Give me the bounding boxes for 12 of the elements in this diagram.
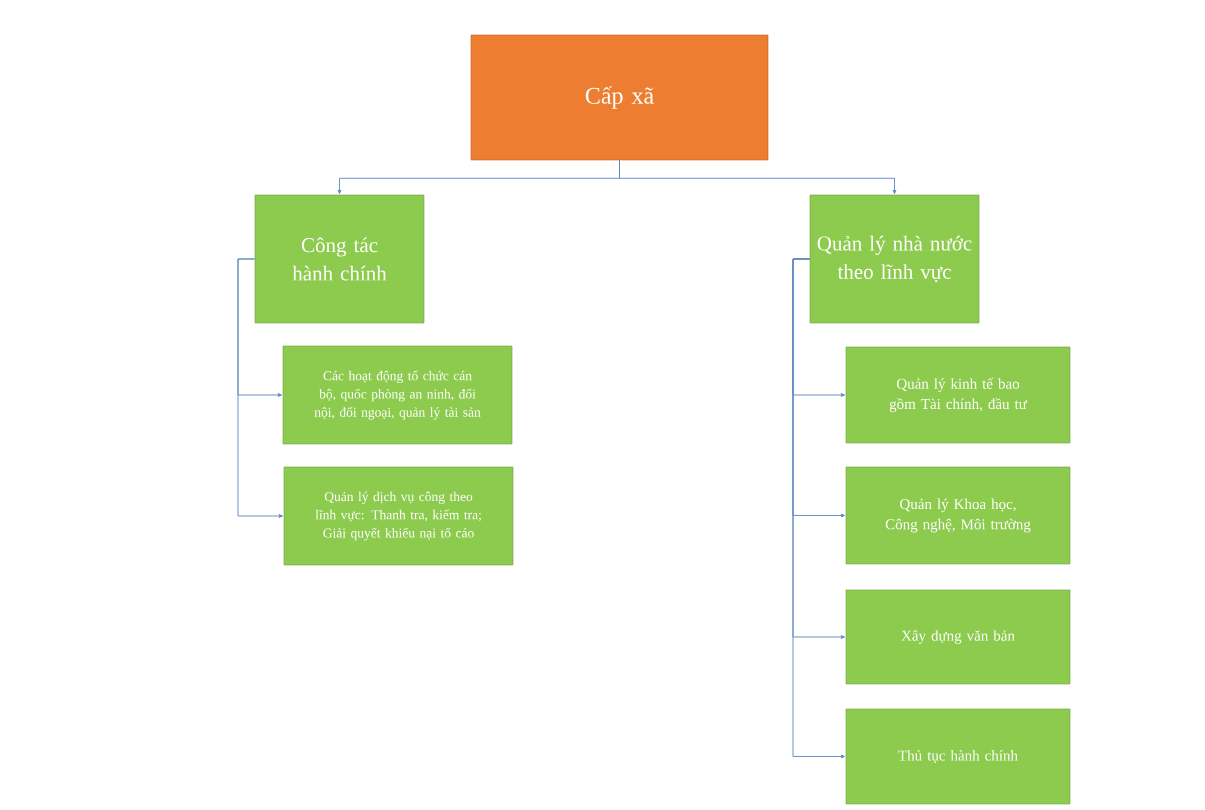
root-box: Cấp xã xyxy=(470,34,769,161)
item-box: Xây dựng văn bản xyxy=(845,589,1071,685)
arrow xyxy=(792,258,845,759)
item-box: Thủ tục hành chính xyxy=(845,708,1071,805)
item-box: Quản lý kinh tế bao gồm Tài chính, đầu tư xyxy=(845,346,1071,444)
item-box: Quản lý dịch vụ công theo lĩnh vực: Thanh tra, kiểm tra; Giải quyết khiếu nại tố cáo xyxy=(283,466,514,566)
arrow xyxy=(619,159,897,194)
arrow xyxy=(237,258,283,518)
item-box: Các hoạt động tổ chức cán bộ, quốc phòng an ninh, đối nội, đối ngoại, quản lý tài sản xyxy=(282,345,513,445)
category-box: Công tác hành chính xyxy=(254,194,425,324)
item-box: Quản lý Khoa học, Công nghệ, Môi trường xyxy=(845,466,1071,565)
category-box: Quản lý nhà nước theo lĩnh vực xyxy=(809,194,980,324)
